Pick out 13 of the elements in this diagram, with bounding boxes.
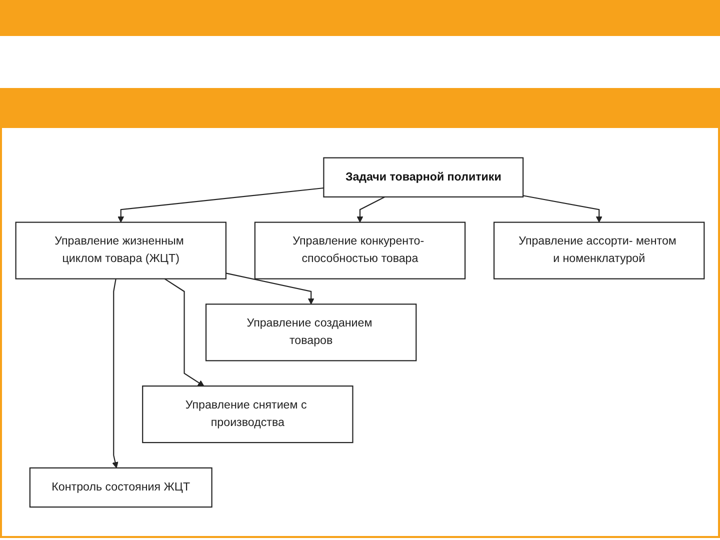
arrow <box>522 194 602 222</box>
arrow <box>226 272 314 304</box>
node-box: Управление жизненным циклом товара (ЖЦТ) <box>15 221 226 279</box>
node-box: Управление созданием товаров <box>205 303 417 361</box>
node-box: Управление снятием с производства <box>142 385 354 443</box>
node-box: Задачи товарной политики <box>323 156 524 198</box>
node-box: Управление конкуренто- способностью товара <box>254 221 466 279</box>
arrow <box>356 196 386 222</box>
arrow <box>118 187 324 222</box>
node-box: Управление ассорти- ментом и номенклатурой <box>494 221 705 279</box>
arrow <box>112 278 118 468</box>
arrow <box>164 278 204 386</box>
node-box: Контроль состояния ЖЦТ <box>29 466 212 508</box>
